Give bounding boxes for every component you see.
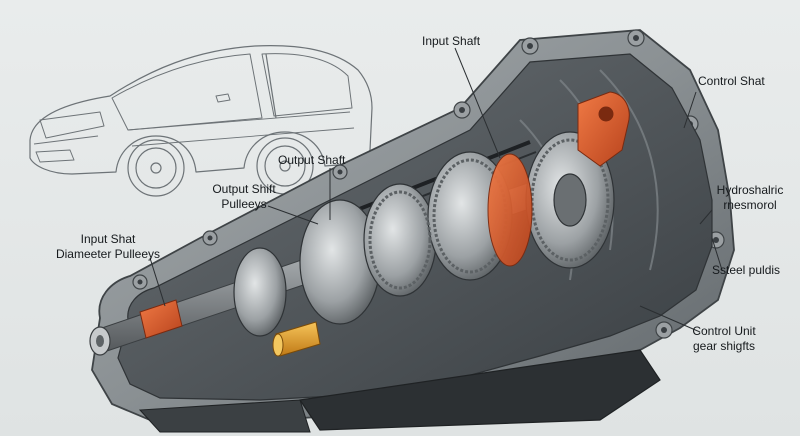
control-shaft-bracket bbox=[577, 91, 630, 167]
label-ssteel-pulds: Ssteel puldis bbox=[712, 263, 781, 277]
leader-lines bbox=[149, 47, 723, 333]
label-input-shaft: Input Shaft bbox=[422, 34, 481, 48]
disc-left-small bbox=[233, 247, 287, 337]
label-input-shat-line2: Diameeter Pulleeys bbox=[55, 247, 161, 261]
pulley-assembly bbox=[233, 131, 615, 337]
label-control-unit-line2: gear shigfts bbox=[692, 339, 756, 353]
label-output-shift-pulleys: Output Shift Pulleeys bbox=[204, 182, 284, 212]
label-output-shaft: Output Shaft bbox=[278, 153, 346, 167]
car-sketch bbox=[29, 45, 373, 197]
orange-components bbox=[139, 91, 630, 339]
label-hydroshalric: Hydroshalric rnesmorol bbox=[702, 183, 798, 213]
label-control-unit: Control Unit gear shigfts bbox=[676, 324, 772, 354]
label-input-shat-line1: Input Shat bbox=[80, 232, 136, 246]
label-hydroshalric-line2: rnesmorol bbox=[723, 198, 777, 212]
label-input-shat: Input Shat Diameeter Pulleeys bbox=[38, 232, 178, 262]
disc-primary-2 bbox=[363, 183, 437, 297]
label-output-shift-line2: Pulleeys bbox=[221, 197, 267, 211]
orange-clutch-ring bbox=[487, 153, 533, 267]
label-hydroshalric-line1: Hydroshalric bbox=[716, 183, 784, 197]
gold-bushing bbox=[272, 321, 321, 357]
label-control-unit-line1: Control Unit bbox=[692, 324, 756, 338]
label-output-shift-line1: Output Shift bbox=[212, 182, 276, 196]
label-control-shaft: Control Shat bbox=[698, 74, 765, 88]
